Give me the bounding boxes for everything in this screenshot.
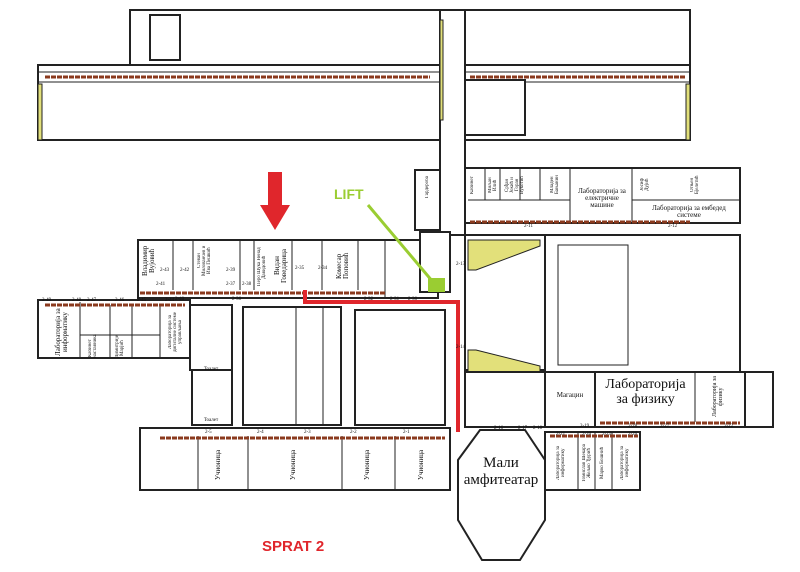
room-label: Лабораторија за физику: [712, 376, 724, 418]
room-number: 2-43: [160, 268, 170, 273]
room-label: Перо Шука Ненад Давидовић: [257, 247, 267, 287]
room-number: 2-21: [556, 432, 566, 437]
room-number: 2-38: [242, 282, 252, 287]
room-number: 2-13: [456, 262, 466, 267]
room-number: 2-31: [390, 297, 400, 302]
room-label: Јосиф Дујић: [640, 178, 650, 192]
room-label: Лабораторија за информатику: [54, 308, 69, 356]
room-number: 2-25: [602, 432, 612, 437]
classroom-label: Учионица: [363, 449, 371, 481]
room-label: Димитрије Марјић: [115, 335, 125, 358]
classroom-label: Учионица: [289, 449, 297, 481]
room-number: 2-22: [724, 424, 734, 429]
room-number: 2-49: [42, 298, 52, 303]
room-label: Стеван Милованчев и Ива Пешкић: [197, 245, 212, 277]
room-label: Младен Бањанин: [550, 175, 560, 195]
room-number: 2-41: [156, 282, 166, 287]
room-number: 2-26: [628, 432, 638, 437]
room-label: Лабораторија за информатику: [556, 445, 566, 481]
room-number: 2-34: [318, 266, 328, 271]
room-label: Кабинет: [470, 176, 475, 194]
room-number: 2-46: [115, 298, 125, 303]
room-number: 2-18: [533, 426, 543, 431]
room-label: Лабораторија за дигиталне системе управљ…: [168, 312, 183, 352]
lift-marker: [428, 278, 445, 292]
room-number: 2-3: [304, 430, 311, 435]
room-label: Лабораторија за електричне машине: [578, 187, 626, 209]
hall-right: [354, 309, 446, 426]
location-arrow-icon: [260, 172, 290, 230]
top-wing-north: [129, 9, 441, 66]
room-number: 2-5: [205, 430, 212, 435]
room-label: Видан Говедарица: [273, 249, 288, 283]
lift-pointer: [366, 204, 435, 283]
room-number: 2-1: [403, 430, 410, 435]
lift-label: LIFT: [334, 186, 364, 202]
room-number: 2-40: [175, 297, 185, 302]
route-path: [303, 290, 460, 432]
room-number: 2-42: [180, 268, 190, 273]
room-number: 2-14: [456, 345, 466, 350]
room-number: 2-39: [226, 268, 236, 273]
room-label: Лабораторија за информатику: [620, 445, 630, 481]
room-label-physics-lab: Лабораторија за физику: [605, 377, 686, 408]
room-label: Огњен Бјелетић: [690, 175, 700, 195]
room-number: 2-2: [350, 430, 357, 435]
toilet-label: Тоалет: [203, 367, 219, 372]
room-number: 2-48: [72, 298, 82, 303]
room-label: Гардероба: [425, 176, 430, 198]
top-wing-north-east: [464, 9, 691, 66]
room-label: Марко Бошнић: [600, 446, 605, 480]
room-label: Томислав Шекара Жељко Ђурић: [582, 443, 592, 483]
room-number: 2-44: [165, 298, 175, 303]
room-number: 2-16: [494, 426, 504, 431]
amphitheater: [457, 429, 546, 561]
room-number: 2-4: [257, 430, 264, 435]
room-number: 2-32: [364, 297, 374, 302]
room-label: Срђан Јокић и Горан Вукотић: [505, 176, 525, 194]
hall-left: [242, 306, 342, 426]
vertical-corridor: [439, 9, 466, 236]
floor-title: SPRAT 2: [262, 538, 325, 555]
room-label: Миљан Илић: [488, 177, 498, 193]
room-number: 2-17: [518, 426, 528, 431]
room-label: Лабораторија за ембедед системе: [652, 204, 726, 219]
amphitheater-label: Мали амфитеатар: [463, 455, 539, 489]
toilet-label: Тоалет: [203, 418, 219, 423]
room-label: Кабинет наставника: [88, 334, 98, 358]
room-label: Владимир Вујовић: [141, 245, 156, 277]
room-number: 2-45: [137, 298, 147, 303]
room-number: 2-35: [295, 266, 305, 271]
room-number: 2-20: [582, 432, 592, 437]
room-number: 2-30: [408, 297, 418, 302]
room-number: 2-12: [668, 224, 678, 229]
room-number: 2-36: [232, 297, 242, 302]
classroom-label: Учионица: [417, 449, 425, 481]
classroom-label: Учионица: [214, 449, 222, 481]
left-wing: [37, 299, 191, 359]
room-number: 2-37: [226, 282, 236, 287]
room-number: 2-27: [660, 424, 670, 429]
room-label: Магацин: [556, 391, 584, 399]
room-number: 2-11: [524, 224, 533, 229]
room-number: 2-28: [628, 424, 638, 429]
room-label: Комесар Поповић: [335, 252, 350, 280]
middle-office-block: [137, 239, 439, 299]
room-number: 2-19: [580, 424, 590, 429]
room-number: 2-47: [87, 298, 97, 303]
